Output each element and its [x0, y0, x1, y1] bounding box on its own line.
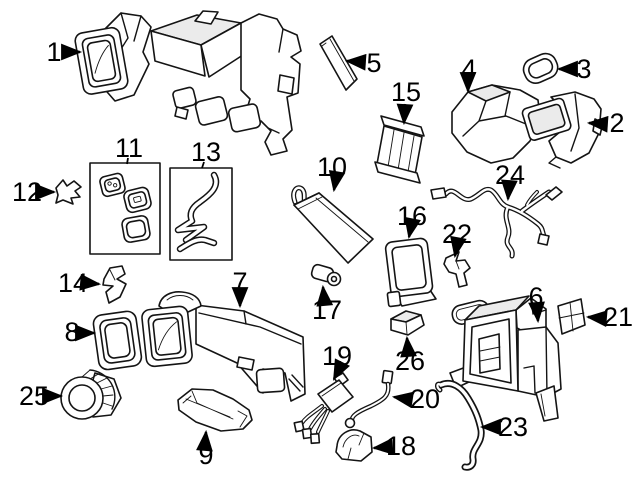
callout-6-label: 6: [528, 282, 543, 312]
part-9-floor-duct: [177, 388, 253, 432]
callout-2: 2: [586, 108, 625, 138]
callout-6: 6: [528, 282, 545, 324]
callout-2-arrow: [586, 115, 609, 133]
callout-8: 8: [64, 317, 97, 347]
callout-22-label: 22: [442, 219, 472, 249]
callout-17: 17: [312, 284, 342, 325]
part-26-wedge: [390, 310, 425, 336]
part-14-mount-bracket: [102, 265, 127, 304]
part-1-upper-case-assembly: [74, 10, 302, 156]
callout-4: 4: [459, 54, 477, 94]
part-11-seal-kit: [89, 162, 161, 255]
callout-19-arrow: [332, 358, 350, 381]
part-17-sensor: [310, 263, 342, 287]
callout-13-label: 13: [191, 137, 221, 167]
part-1-inlet-flange: [74, 26, 129, 95]
part-23-drain-hose: [435, 380, 485, 471]
callout-6-arrow: [528, 301, 545, 324]
callout-9-arrow: [196, 429, 213, 452]
part-16-rear-core: [384, 237, 437, 308]
part-6-rear-case: [449, 295, 562, 422]
callout-13-line: [201, 161, 205, 169]
callout-22-arrow: [450, 235, 467, 259]
callout-7: 7: [231, 267, 249, 309]
callout-21: 21: [585, 302, 633, 332]
callout-12-label: 12: [12, 177, 42, 207]
callout-3-label: 3: [576, 54, 591, 84]
part-13-hose-kit: [169, 167, 233, 261]
callout-1: 1: [46, 37, 83, 67]
callout-19-label: 19: [322, 341, 352, 371]
callout-10-arrow: [328, 169, 346, 193]
callout-26-label: 26: [395, 346, 425, 376]
callout-15-arrow: [396, 103, 414, 126]
part-12-clip-bracket: [55, 179, 82, 205]
callout-24-label: 24: [495, 160, 525, 190]
callout-20-label: 20: [410, 384, 440, 414]
callout-9-label: 9: [198, 440, 213, 470]
part-5-filter-panel: [319, 35, 358, 91]
callout-7-label: 7: [232, 267, 247, 297]
part-7-inlet-flange: [141, 305, 193, 368]
part-22-bracket: [443, 251, 471, 288]
part-15-evaporator-core: [374, 115, 425, 184]
callout-24-arrow: [500, 179, 518, 202]
part-8-seal-frame: [92, 310, 143, 371]
part-18-clamp: [335, 429, 373, 462]
part-21-door-panel: [557, 298, 586, 335]
callout-16: 16: [397, 201, 427, 240]
part-25-blower-motor: [60, 369, 122, 420]
callout-24: 24: [495, 160, 525, 202]
callout-11: 11: [115, 133, 143, 165]
callout-19: 19: [322, 341, 352, 381]
callout-16-label: 16: [397, 201, 427, 231]
callout-14-arrow: [79, 273, 102, 291]
callout-5-label: 5: [366, 48, 381, 78]
callout-8-label: 8: [64, 317, 79, 347]
callout-12: 12: [12, 177, 57, 207]
callout-2-label: 2: [609, 108, 624, 138]
callout-10-label: 10: [317, 152, 347, 182]
callout-26: 26: [395, 335, 425, 376]
part-10-heater-core: [291, 185, 374, 264]
callout-20-arrow: [391, 391, 414, 409]
part-7-lower-case: [141, 291, 306, 402]
callout-11-line: [126, 157, 129, 165]
callout-4-label: 4: [461, 54, 476, 84]
callout-14: 14: [58, 268, 102, 298]
callout-10: 10: [317, 152, 347, 193]
callout-18-arrow: [371, 438, 394, 455]
callout-13: 13: [191, 137, 221, 169]
callout-1-label: 1: [46, 37, 61, 67]
callout-14-label: 14: [58, 268, 88, 298]
callout-26-arrow: [400, 335, 417, 358]
callout-25: 25: [19, 381, 64, 411]
callout-15: 15: [391, 77, 421, 126]
callout-18-label: 18: [386, 431, 416, 461]
callout-22: 22: [442, 219, 472, 259]
part-20-jumper-cable: [344, 369, 394, 429]
callout-16-arrow: [404, 216, 421, 240]
callout-21-label: 21: [603, 302, 633, 332]
callout-17-label: 17: [312, 295, 342, 325]
callout-25-label: 25: [19, 381, 49, 411]
callout-11-label: 11: [115, 133, 143, 163]
callout-9: 9: [196, 429, 214, 470]
part-24-wiring-harness: [430, 186, 563, 259]
callout-17-arrow: [316, 284, 334, 307]
callout-23-label: 23: [498, 412, 528, 442]
callout-15-label: 15: [391, 77, 421, 107]
part-3-seal-ring: [522, 52, 559, 84]
callout-23: 23: [479, 412, 528, 442]
callout-5: 5: [344, 48, 382, 78]
callout-18: 18: [371, 431, 416, 461]
callout-20: 20: [391, 384, 440, 414]
callout-5-arrow: [344, 53, 367, 71]
callout-3: 3: [556, 54, 592, 84]
callout-21-arrow: [585, 310, 608, 327]
